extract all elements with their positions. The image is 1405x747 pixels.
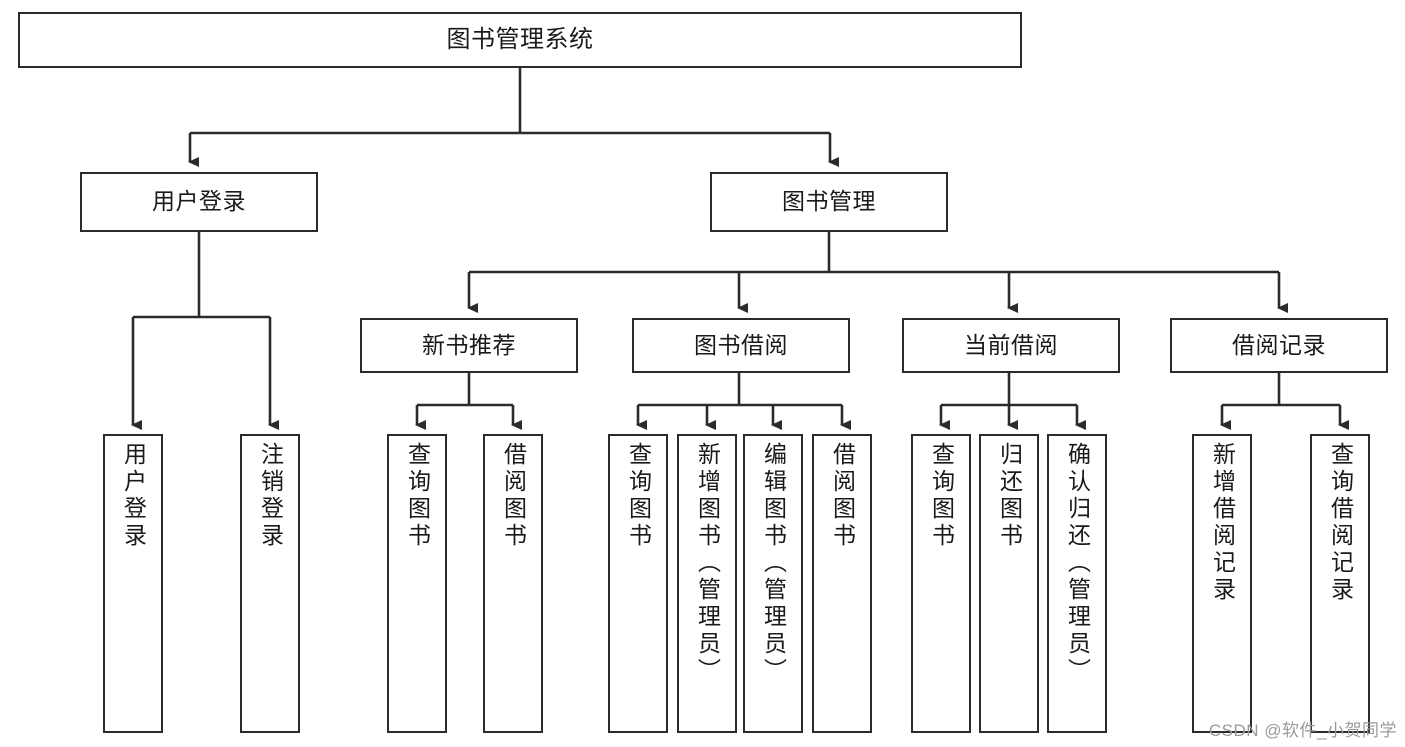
leaf-edit-book-admin[interactable]: 编辑图书（管理员）	[743, 434, 803, 733]
node-label: 查询借阅记录	[1327, 442, 1354, 604]
leaf-confirm-return-admin[interactable]: 确认归还（管理员）	[1047, 434, 1107, 733]
node-label: 新增借阅记录	[1209, 442, 1236, 604]
node-book-management-system[interactable]: 图书管理系统	[18, 12, 1022, 68]
node-label: 图书管理	[782, 188, 876, 215]
leaf-logout[interactable]: 注销登录	[240, 434, 300, 733]
leaf-return-book[interactable]: 归还图书	[979, 434, 1039, 733]
leaf-user-login[interactable]: 用户登录	[103, 434, 163, 733]
node-label: 借阅图书	[829, 442, 856, 550]
node-label: 当前借阅	[964, 331, 1058, 358]
leaf-query-book-current[interactable]: 查询图书	[911, 434, 971, 733]
node-label: 新增图书（管理员）	[694, 442, 721, 685]
node-label: 注销登录	[257, 442, 284, 550]
node-book-borrowing[interactable]: 图书借阅	[632, 318, 850, 373]
node-label: 确认归还（管理员）	[1064, 442, 1091, 685]
node-current-borrowing[interactable]: 当前借阅	[902, 318, 1120, 373]
csdn-watermark: CSDN @软件_小贺同学	[1208, 721, 1397, 740]
leaf-query-book-borrowing[interactable]: 查询图书	[608, 434, 668, 733]
node-label: 图书借阅	[694, 331, 788, 358]
node-label: 新书推荐	[422, 331, 516, 358]
node-label: 借阅图书	[500, 442, 527, 550]
leaf-borrow-book-recommendation[interactable]: 借阅图书	[483, 434, 543, 733]
leaf-query-borrow-record[interactable]: 查询借阅记录	[1310, 434, 1370, 733]
node-label: 用户登录	[120, 442, 147, 550]
node-label: 编辑图书（管理员）	[760, 442, 787, 685]
node-user-login[interactable]: 用户登录	[80, 172, 318, 232]
node-label: 图书管理系统	[446, 25, 594, 53]
node-label: 归还图书	[996, 442, 1023, 550]
leaf-borrow-book[interactable]: 借阅图书	[812, 434, 872, 733]
node-label: 查询图书	[928, 442, 955, 550]
node-new-book-recommendation[interactable]: 新书推荐	[360, 318, 578, 373]
node-label: 用户登录	[152, 188, 246, 215]
leaf-add-borrow-record[interactable]: 新增借阅记录	[1192, 434, 1252, 733]
leaf-query-book-recommendation[interactable]: 查询图书	[387, 434, 447, 733]
node-label: 借阅记录	[1232, 331, 1326, 358]
leaf-add-book-admin[interactable]: 新增图书（管理员）	[677, 434, 737, 733]
node-label: 查询图书	[404, 442, 431, 550]
node-label: 查询图书	[625, 442, 652, 550]
node-borrowing-records[interactable]: 借阅记录	[1170, 318, 1388, 373]
node-book-management[interactable]: 图书管理	[710, 172, 948, 232]
